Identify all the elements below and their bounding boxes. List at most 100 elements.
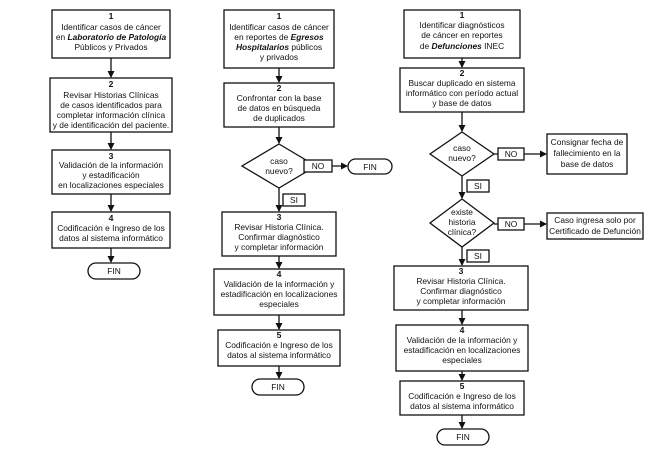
- col3-step5-number: 5: [460, 381, 465, 391]
- col2-fin-no-terminator: [347, 158, 393, 175]
- col2-step4-line3: especiales: [259, 299, 299, 309]
- col2-step4-line2: estadificación en localizaciones: [221, 289, 338, 299]
- col2-step4-line1: Validación de la información y: [224, 279, 335, 289]
- col3-no2-label: NO: [505, 219, 518, 229]
- col2-si-label-box: [282, 193, 306, 207]
- col3-decision2-line3: clínica?: [448, 227, 477, 237]
- col1-step4-line1: Codificación e Ingreso de los: [57, 223, 165, 233]
- col3-step4-line3: especiales: [442, 355, 482, 365]
- col2-step3-line2: Confirmar diagnóstico: [238, 232, 320, 242]
- col2-no-label: NO: [312, 161, 325, 171]
- col1-step3-box: [51, 149, 171, 195]
- col3-step1-line1: Identificar diagnósticos: [419, 20, 504, 30]
- col2-step5-box: [217, 329, 341, 367]
- col3-step3-line1: Revisar Historia Clínica.: [416, 276, 505, 286]
- col1-step3-line2: y estadificación: [82, 170, 140, 180]
- col3-side1-box: [546, 133, 628, 175]
- col2-step4-number: 4: [277, 269, 282, 279]
- col2-step1-number: 1: [277, 11, 282, 21]
- col3-side1-line3: base de datos: [561, 159, 614, 169]
- col3-si2-label-box: [466, 249, 490, 263]
- col3-side2-line2: Certificado de Defunción: [549, 226, 641, 236]
- col1-step4-number: 4: [109, 213, 114, 223]
- col1-step4-box: [51, 211, 171, 249]
- col3-decision1-line2: nuevo?: [448, 153, 476, 163]
- col3-step3-box: [393, 265, 529, 311]
- col3-step2-number: 2: [460, 68, 465, 78]
- col2-step1-line4: y privados: [260, 52, 298, 62]
- col2-step2-line2: de datos en búsqueda: [238, 103, 321, 113]
- col3-step1-box: [403, 9, 521, 59]
- col2-fin-no-label: FIN: [363, 162, 377, 172]
- col3-si2-label: SI: [474, 251, 482, 261]
- col3-no1-label-box: [497, 147, 525, 161]
- col3-no1-label: NO: [505, 149, 518, 159]
- col2-step2-box: [223, 82, 335, 128]
- col3-decision2-line2: historia: [449, 217, 476, 227]
- col3-decision2-line1: existe: [451, 207, 473, 217]
- col1-step1-box: [51, 9, 171, 59]
- col3-side1-line2: fallecimiento en la: [553, 148, 620, 158]
- col3-si1-label: SI: [474, 181, 482, 191]
- column-laboratorio: 1 Identificar casos de cáncer en Laborat…: [49, 9, 173, 280]
- col3-fin-terminator: [436, 428, 490, 446]
- col2-fin-label: FIN: [271, 382, 285, 392]
- col2-step1-line1: Identificar casos de cáncer: [229, 22, 329, 32]
- col2-fin-terminator: [251, 378, 305, 396]
- col3-step2-line3: y base de datos: [432, 98, 491, 108]
- col1-step1-line2: en Laboratorio de Patología: [56, 32, 167, 42]
- col1-step1-line1: Identificar casos de cáncer: [61, 22, 161, 32]
- col2-step4-box: [213, 268, 345, 316]
- col1-step2-line3: completar información clínica: [57, 110, 166, 120]
- col3-step5-line1: Codificación e Ingreso de los: [408, 391, 516, 401]
- col2-decision-line2: nuevo?: [265, 166, 293, 176]
- col1-step2-box: [49, 77, 173, 133]
- col3-step2-line2: informático con período actual: [406, 88, 518, 98]
- col3-step3-number: 3: [459, 266, 464, 276]
- col3-step1-number: 1: [460, 10, 465, 20]
- col2-decision-line1: caso: [270, 156, 288, 166]
- col1-fin-label: FIN: [107, 266, 121, 276]
- col2-step5-line1: Codificación e Ingreso de los: [225, 340, 333, 350]
- col2-step1-line2: en reportes de Egresos: [234, 32, 324, 42]
- col1-step2-number: 2: [109, 79, 114, 89]
- column-egresos: 1 Identificar casos de cáncer en reporte…: [213, 9, 393, 396]
- col3-fin-label: FIN: [456, 432, 470, 442]
- col3-step2-line1: Buscar duplicado en sistema: [408, 78, 515, 88]
- col1-step1-number: 1: [109, 11, 114, 21]
- col2-step5-number: 5: [277, 330, 282, 340]
- col1-step3-line3: en localizaciones especiales: [58, 180, 164, 190]
- col3-side1-line1: Consignar fecha de: [551, 137, 624, 147]
- col2-step3-number: 3: [277, 212, 282, 222]
- col3-step3-line3: y completar información: [417, 296, 506, 306]
- col1-step3-number: 3: [109, 151, 114, 161]
- col3-no2-label-box: [497, 217, 525, 231]
- col1-step1-line3: Públicos y Privados: [74, 42, 147, 52]
- col3-step3-line2: Confirmar diagnóstico: [420, 286, 502, 296]
- col3-step5-line2: datos al sistema informático: [410, 401, 514, 411]
- col3-step4-line2: estadificación en localizaciones: [404, 345, 521, 355]
- col2-step3-box: [221, 211, 337, 257]
- col3-step2-box: [399, 67, 525, 113]
- col3-si1-label-box: [466, 179, 490, 193]
- col1-step2-line4: y de identificación del paciente.: [53, 120, 169, 130]
- col2-step2-line3: de duplicados: [253, 113, 305, 123]
- col1-step2-line2: de casos identificados para: [60, 100, 162, 110]
- column-defunciones: 1 Identificar diagnósticos de cáncer en …: [393, 9, 644, 446]
- col1-fin-terminator: [87, 262, 141, 280]
- col3-step1-line2: de cáncer en reportes: [421, 30, 502, 40]
- col2-step1-line3: Hospitalarios públicos: [236, 42, 322, 52]
- col3-step4-number: 4: [460, 325, 465, 335]
- col3-side2-line1: Caso ingresa solo por: [554, 215, 636, 225]
- col3-step4-line1: Validación de la información y: [407, 335, 518, 345]
- col2-step3-line1: Revisar Historia Clínica.: [234, 222, 323, 232]
- col3-step1-line3: de Defunciones INEC: [420, 41, 504, 51]
- col2-step2-number: 2: [277, 83, 282, 93]
- col2-step2-line1: Confrontar con la base: [237, 93, 322, 103]
- col2-step3-line3: y completar información: [235, 242, 324, 252]
- col3-side2-box: [546, 212, 644, 240]
- col2-no-label-box: [303, 159, 333, 173]
- col2-si-label: SI: [290, 195, 298, 205]
